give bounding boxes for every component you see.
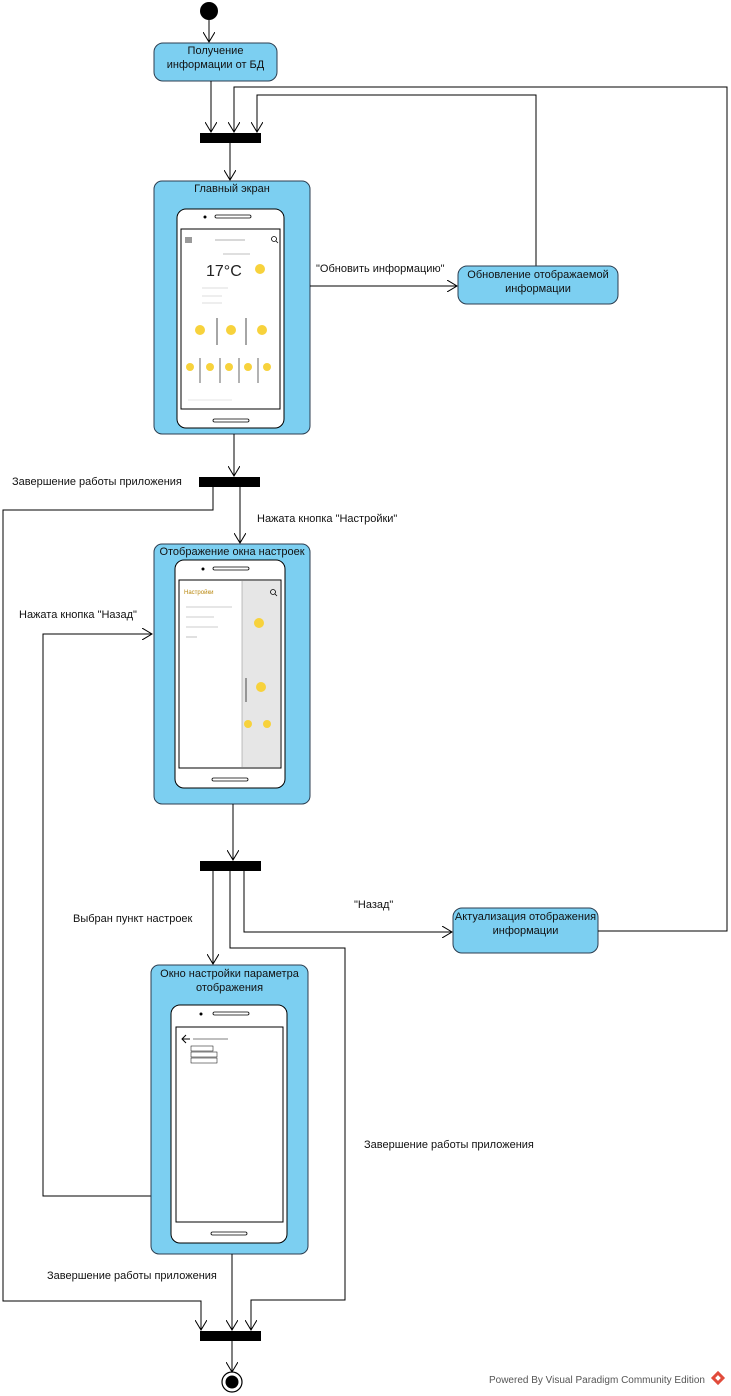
fork-bar-1 — [200, 133, 261, 143]
join-bar — [200, 1331, 261, 1341]
edge-label-settings-pressed: Нажата кнопка "Настройки" — [257, 513, 398, 525]
edge-label-item-selected: Выбран пункт настроек — [73, 913, 193, 925]
edge-label-back-pressed: Нажата кнопка "Назад" — [19, 609, 137, 621]
node-main-screen-label: Главный экран — [194, 183, 270, 195]
edge-label-back: "Назад" — [354, 899, 394, 911]
edge-label-refresh: "Обновить информацию" — [316, 263, 445, 275]
visual-paradigm-logo-icon — [710, 1370, 726, 1386]
fork-bar-2 — [199, 477, 260, 487]
node-get-info[interactable] — [153, 42, 278, 82]
initial-node — [200, 2, 218, 20]
node-update-info[interactable] — [457, 265, 619, 305]
temperature-value: 17°C — [206, 263, 242, 280]
node-settings-window-label: Отображение окна настроек — [159, 546, 305, 558]
phone-mockup-main — [176, 208, 285, 429]
edge-label-exit-3: Завершение работы приложения — [47, 1270, 217, 1282]
footer-powered-by: Powered By Visual Paradigm Community Edi… — [488, 1375, 705, 1386]
phone-mockup-settings — [174, 559, 286, 789]
fork-bar-3 — [200, 861, 261, 871]
node-param-settings-label: Окно настройки параметра отображения — [160, 968, 299, 994]
settings-menu-title: Настройки — [184, 590, 214, 596]
node-update-info-label: Обновление отображаемой информации — [467, 269, 609, 295]
node-get-info-label: Получение информации от БД — [166, 45, 265, 71]
edge-label-exit-2: Завершение работы приложения — [364, 1139, 534, 1151]
node-actualize-info-label: Актуализация отображения информации — [454, 911, 597, 937]
edge-label-exit-1: Завершение работы приложения — [12, 476, 182, 488]
phone-mockup-param — [170, 1004, 288, 1244]
